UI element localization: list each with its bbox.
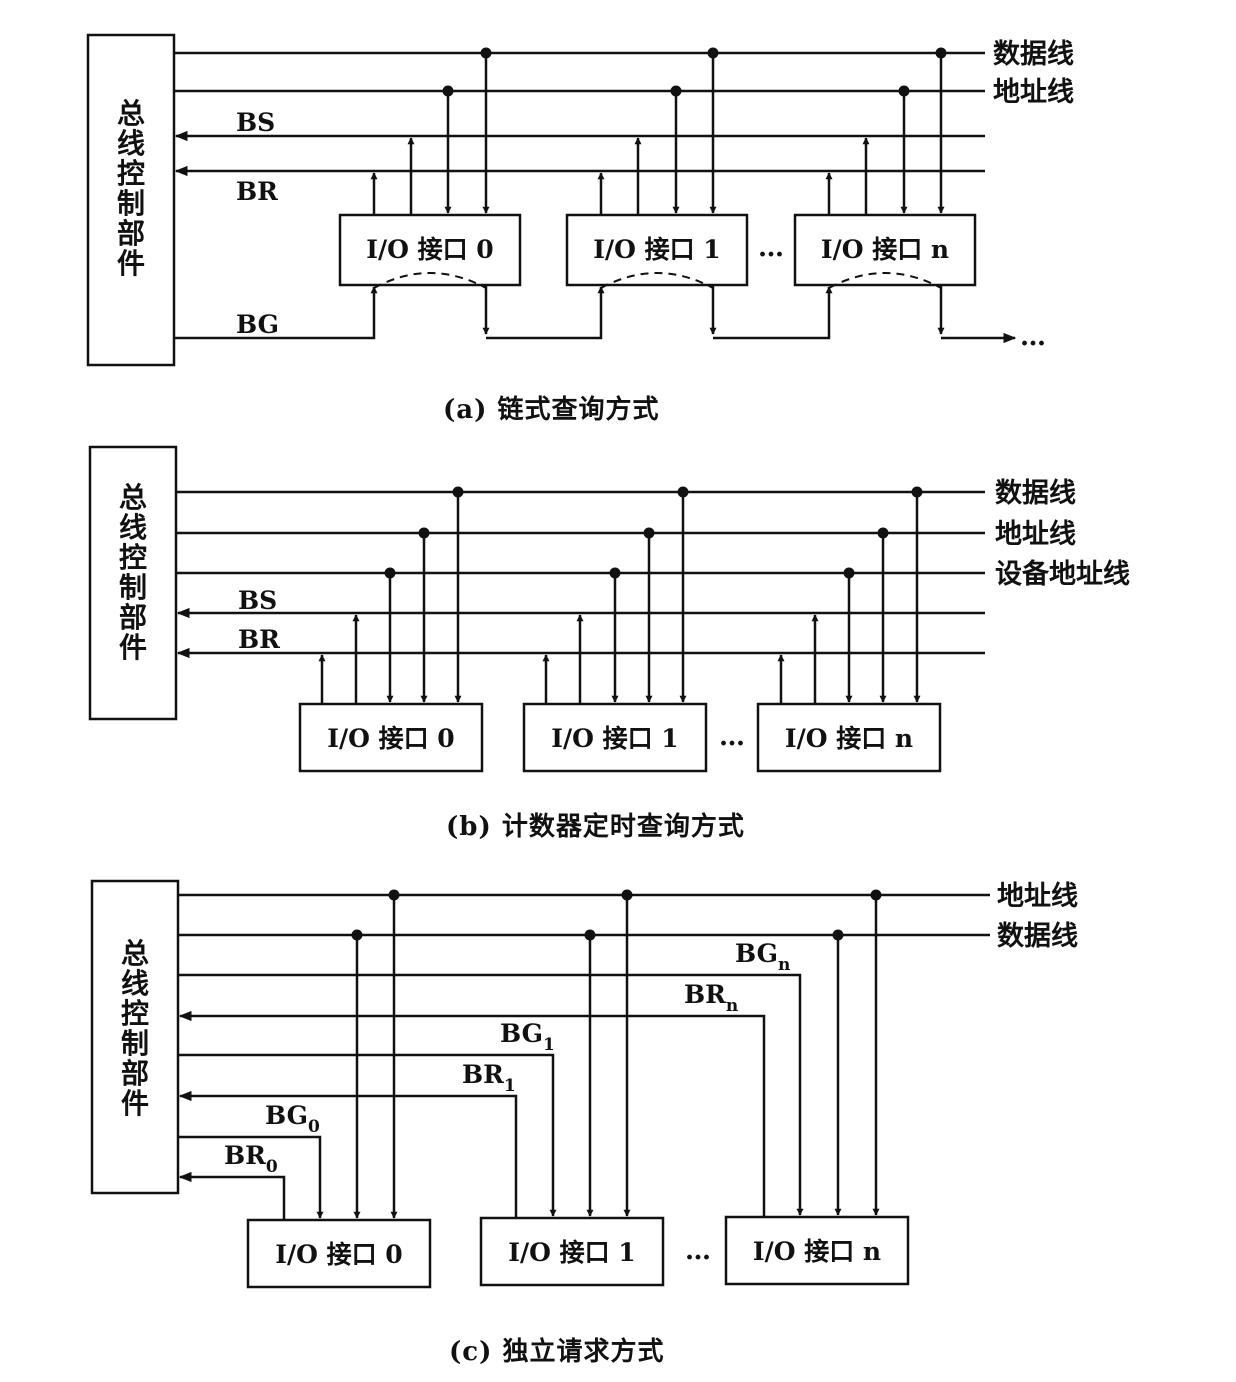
panel-c-br0-line bbox=[178, 1171, 286, 1220]
panel-c-interface-0-box bbox=[246, 1218, 432, 1289]
panel-c-br1-label: BR1 bbox=[462, 1060, 516, 1096]
panel-c-independent-request bbox=[90, 879, 990, 1289]
panel-c-bg1-label: BG1 bbox=[500, 1019, 555, 1055]
panel-b-junctions bbox=[384, 486, 923, 579]
panel-a-controller-label: 总线控制部件 bbox=[117, 97, 145, 280]
panel-b-interface-1-label: I/O 接口 1 bbox=[551, 724, 678, 753]
panel-c-br1-line bbox=[178, 1090, 518, 1218]
panel-a-daisy-chain bbox=[86, 33, 1017, 367]
panel-b-counter-polling bbox=[88, 445, 985, 773]
panel-a-junctions bbox=[442, 47, 947, 97]
panel-c-interface-n-box bbox=[724, 1215, 910, 1286]
panel-c-bg0-line bbox=[178, 1135, 324, 1219]
panel-b-controller-label: 总线控制部件 bbox=[119, 481, 147, 664]
panel-b-ellipsis: … bbox=[719, 722, 745, 752]
panel-c-bgn-line bbox=[178, 973, 804, 1216]
panel-b-address-line-label: 地址线 bbox=[995, 519, 1076, 550]
panel-c-address-line-label: 地址线 bbox=[997, 881, 1078, 912]
panel-c-bg0-label: BG0 bbox=[265, 1101, 320, 1137]
panel-a-controller-box bbox=[86, 33, 176, 367]
panel-c-caption: (c) 独立请求方式 bbox=[449, 1336, 665, 1367]
panel-a-ellipsis: … bbox=[758, 233, 784, 263]
panel-a-data-line-label: 数据线 bbox=[993, 39, 1074, 70]
panel-c-brn-label: BRn bbox=[684, 980, 738, 1016]
panel-c-controller-label: 总线控制部件 bbox=[121, 937, 149, 1120]
panel-b-interface-n-label: I/O 接口 n bbox=[785, 724, 913, 753]
panel-b-bs-label: BS bbox=[238, 586, 277, 615]
panel-b-data-line-label: 数据线 bbox=[995, 478, 1076, 509]
panel-c-junctions bbox=[351, 889, 882, 941]
panel-a-bg-chain bbox=[174, 286, 378, 340]
panel-c-controller-box bbox=[90, 879, 180, 1195]
panel-c-interface-0-label: I/O 接口 0 bbox=[275, 1240, 402, 1269]
panel-c-bgn-label: BGn bbox=[735, 939, 790, 975]
panel-c-interface-1-label: I/O 接口 1 bbox=[508, 1238, 635, 1267]
panel-a-caption: (a) 链式查询方式 bbox=[443, 394, 660, 425]
panel-a-interface-1-box bbox=[565, 213, 749, 287]
panel-c-data-line-label: 数据线 bbox=[997, 921, 1078, 952]
panel-c-brn-line bbox=[178, 1010, 766, 1217]
panel-a-interface-n-label: I/O 接口 n bbox=[821, 235, 949, 264]
panel-b-br-label: BR bbox=[238, 625, 280, 654]
panel-a-interface-0-label: I/O 接口 0 bbox=[366, 235, 493, 264]
panel-a-br-label: BR bbox=[236, 177, 278, 206]
panel-b-interface-1-box bbox=[522, 702, 708, 773]
panel-a-bg-label: BG bbox=[236, 310, 279, 339]
panel-a-interface-1-label: I/O 接口 1 bbox=[593, 235, 720, 264]
panel-c-ellipsis: … bbox=[685, 1236, 711, 1266]
panel-c-bg1-line bbox=[178, 1053, 557, 1217]
panel-b-device-address-line-label: 设备地址线 bbox=[995, 559, 1130, 590]
panel-a-interface-0-box bbox=[338, 213, 522, 287]
panel-b-caption: (b) 计数器定时查询方式 bbox=[446, 811, 745, 842]
panel-b-interface-0-box bbox=[298, 702, 484, 773]
panel-c-br0-label: BR0 bbox=[224, 1141, 278, 1177]
panel-b-controller-box bbox=[88, 445, 178, 721]
panel-a-trailing-ellipsis: … bbox=[1020, 322, 1046, 352]
panel-a-address-line-label: 地址线 bbox=[993, 77, 1074, 108]
panel-c-interface-1-box bbox=[479, 1216, 665, 1287]
panel-b-interface-0-label: I/O 接口 0 bbox=[327, 724, 454, 753]
panel-a-interface-n-box bbox=[793, 213, 977, 287]
panel-a-bs-label: BS bbox=[236, 108, 275, 137]
panel-c-interface-n-label: I/O 接口 n bbox=[753, 1237, 881, 1266]
panel-b-interface-n-box bbox=[756, 702, 942, 773]
